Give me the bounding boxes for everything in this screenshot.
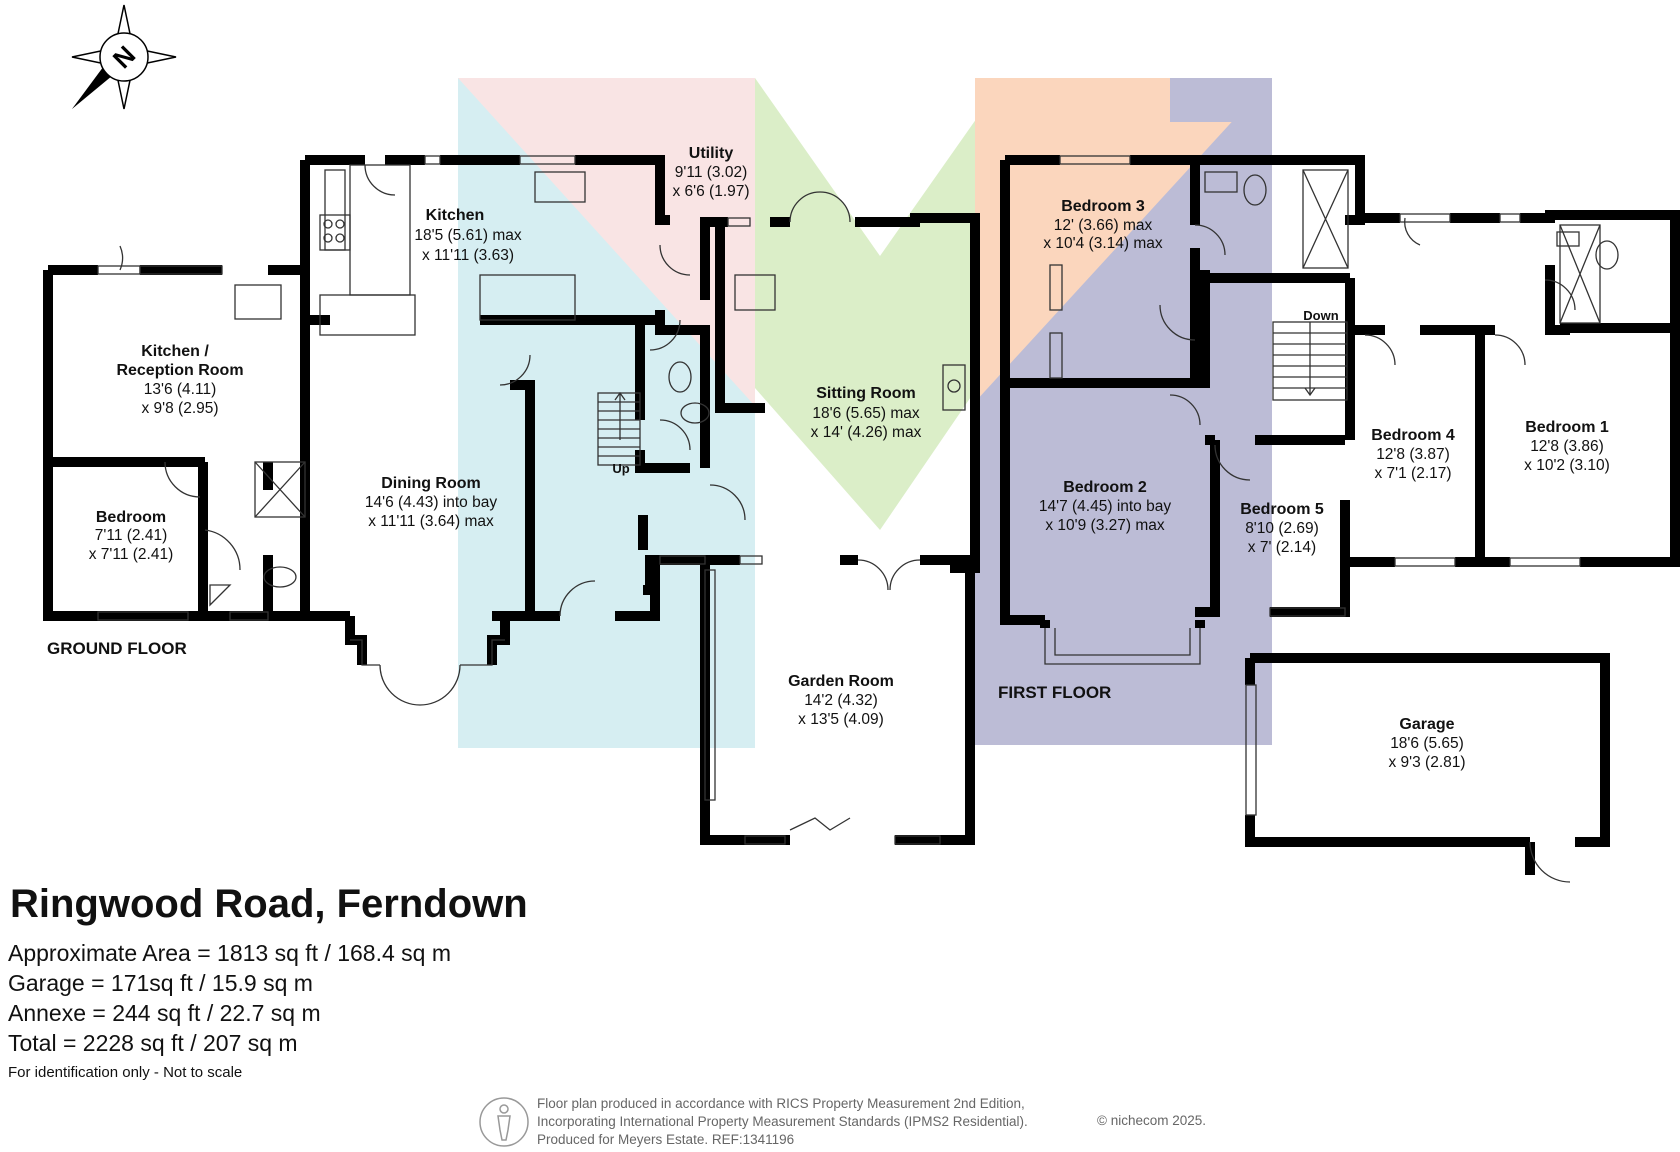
room-dim: x 10'9 (3.27) max: [1045, 517, 1165, 534]
room-dim: 18'5 (5.61) max: [414, 227, 521, 244]
room-bedroom4: Bedroom 4 12'8 (3.87) x 7'1 (2.17): [1371, 427, 1455, 482]
person-logo-icon: [479, 1097, 529, 1147]
room-dim: x 9'8 (2.95): [141, 400, 218, 417]
room-bedroom3: Bedroom 3 12' (3.66) max x 10'4 (3.14) m…: [1043, 198, 1163, 252]
room-dim: x 7'1 (2.17): [1374, 465, 1451, 482]
room-dim: 12'8 (3.86): [1530, 438, 1604, 455]
fixtures: [97, 155, 1619, 883]
room-dim: 13'6 (4.11): [144, 381, 216, 398]
room-garage: Garage 18'6 (5.65) x 9'3 (2.81): [1388, 716, 1465, 771]
credits: Floor plan produced in accordance with R…: [537, 1095, 1028, 1149]
room-name: Bedroom 1: [1525, 419, 1609, 436]
room-annexe-bedroom: Bedroom 7'11 (2.41) x 7'11 (2.41): [89, 509, 174, 563]
room-name: Garage: [1399, 716, 1454, 733]
room-name: Garden Room: [788, 673, 894, 690]
room-utility: Utility 9'11 (3.02) x 6'6 (1.97): [672, 145, 749, 200]
area-garage: Garage = 171sq ft / 15.9 sq m: [8, 970, 313, 996]
area-summary: Approximate Area = 1813 sq ft / 168.4 sq…: [8, 938, 451, 1058]
disclaimer: For identification only - Not to scale: [8, 1064, 243, 1081]
room-name: Dining Room: [381, 475, 481, 492]
ground-floor-label: GROUND FLOOR: [47, 639, 187, 658]
room-sitting: Sitting Room 18'6 (5.65) max x 14' (4.26…: [811, 385, 922, 441]
room-dining: Dining Room 14'6 (4.43) into bay x 11'11…: [365, 475, 497, 530]
room-name-line2: Reception Room: [116, 362, 243, 379]
room-dim: 14'2 (4.32): [804, 692, 878, 709]
room-annexe-kitchen: Kitchen / Reception Room 13'6 (4.11) x 9…: [116, 343, 243, 417]
room-name: Sitting Room: [816, 385, 916, 402]
room-dim: 8'10 (2.69): [1245, 520, 1319, 537]
copyright: © nichecom 2025.: [1097, 1113, 1207, 1128]
room-dim: x 11'11 (3.63): [422, 247, 514, 264]
room-bedroom5: Bedroom 5 8'10 (2.69) x 7' (2.14): [1240, 501, 1324, 556]
stairs-up-label: Up: [612, 461, 629, 476]
first-floor-label: FIRST FLOOR: [998, 683, 1111, 702]
credits-line: Produced for Meyers Estate. REF:1341196: [537, 1132, 795, 1147]
room-name: Bedroom 4: [1371, 427, 1455, 444]
room-dim: 14'7 (4.45) into bay: [1039, 498, 1171, 515]
room-dim: x 14' (4.26) max: [811, 424, 922, 441]
area-total: Total = 2228 sq ft / 207 sq m: [8, 1030, 298, 1056]
room-dim: x 10'4 (3.14) max: [1043, 235, 1163, 252]
room-dim: x 6'6 (1.97): [672, 183, 749, 200]
room-garden: Garden Room 14'2 (4.32) x 13'5 (4.09): [788, 673, 894, 728]
stairs-down-label: Down: [1303, 308, 1338, 323]
room-dim: 12' (3.66) max: [1054, 217, 1153, 234]
room-dim: x 10'2 (3.10): [1524, 457, 1610, 474]
room-name: Bedroom 5: [1240, 501, 1324, 518]
walls: [43, 155, 1680, 875]
room-dim: x 9'3 (2.81): [1388, 754, 1465, 771]
room-bedroom2: Bedroom 2 14'7 (4.45) into bay x 10'9 (3…: [1039, 479, 1171, 534]
room-kitchen: Kitchen 18'5 (5.61) max x 11'11 (3.63): [414, 207, 521, 264]
area-approx: Approximate Area = 1813 sq ft / 168.4 sq…: [8, 940, 452, 966]
room-name: Bedroom: [96, 509, 166, 526]
room-bedroom1: Bedroom 1 12'8 (3.86) x 10'2 (3.10): [1524, 419, 1610, 474]
room-dim: x 13'5 (4.09): [798, 711, 884, 728]
room-name: Utility: [689, 145, 734, 162]
room-dim: 9'11 (3.02): [675, 164, 747, 181]
room-name: Kitchen: [426, 207, 485, 224]
room-dim: x 11'11 (3.64) max: [368, 513, 494, 530]
room-name: Bedroom 3: [1061, 198, 1145, 215]
compass-rose: N: [71, 4, 177, 110]
area-annexe: Annexe = 244 sq ft / 22.7 sq m: [8, 1000, 321, 1026]
credits-line: Floor plan produced in accordance with R…: [537, 1096, 1025, 1111]
room-dim: 18'6 (5.65): [1390, 735, 1464, 752]
room-dim: x 7' (2.14): [1248, 539, 1316, 556]
room-dim: 14'6 (4.43) into bay: [365, 494, 497, 511]
room-dim: 7'11 (2.41): [95, 527, 167, 544]
room-name: Kitchen /: [141, 343, 209, 360]
room-dim: 12'8 (3.87): [1376, 446, 1450, 463]
room-name: Bedroom 2: [1063, 479, 1147, 496]
property-title: Ringwood Road, Ferndown: [10, 882, 528, 926]
room-dim: 18'6 (5.65) max: [812, 405, 919, 422]
credits-line: Incorporating International Property Mea…: [537, 1114, 1028, 1129]
room-dim: x 7'11 (2.41): [89, 546, 174, 563]
